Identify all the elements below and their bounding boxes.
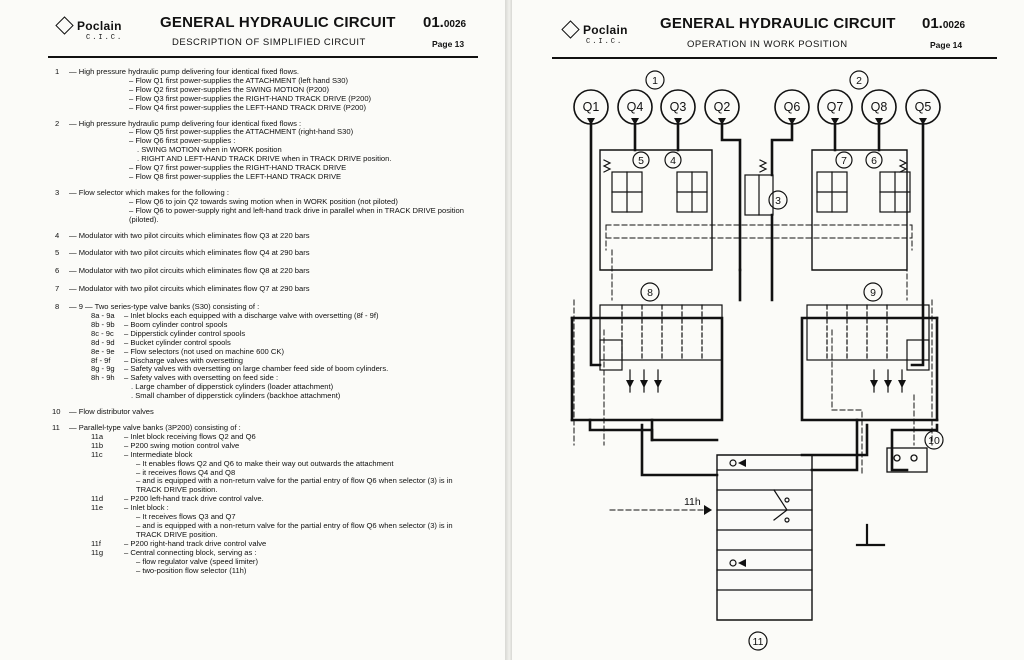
callout-10: 10	[928, 435, 940, 447]
doc-number: 01.0026	[922, 15, 966, 32]
brand-logo: Poclain	[55, 16, 122, 35]
label-q4: Q4	[627, 100, 644, 114]
list-item: 1 — High pressure hydraulic pump deliver…	[55, 67, 372, 112]
callout-4: 4	[670, 155, 676, 167]
brand-sub: C.I.C.	[586, 38, 624, 46]
label-q8: Q8	[871, 100, 888, 114]
list-item: 2 — High pressure hydraulic pump deliver…	[55, 118, 392, 181]
list-item: 6 — Modulator with two pilot circuits wh…	[55, 266, 310, 276]
page-subtitle: OPERATION IN WORK POSITION	[687, 39, 848, 50]
brand-name: Poclain	[583, 22, 628, 37]
list-item: 11 — Parallel-type valve banks (3P200) c…	[52, 423, 453, 575]
pilot-lines	[573, 224, 933, 511]
callout-11: 11	[753, 636, 764, 648]
callout-1: 1	[652, 75, 658, 87]
hydraulic-circuit-diagram: Q1 Q4 Q3 Q2 Q6 Q7 Q8 Q5 1 2 3	[570, 70, 944, 651]
pump-arrows	[587, 118, 927, 125]
callout-7: 7	[841, 155, 847, 167]
callout-3: 3	[775, 195, 781, 207]
diamond-icon	[55, 16, 74, 35]
header-rule	[48, 56, 478, 58]
left-page: Poclain C.I.C. GENERAL HYDRAULIC CIRCUIT…	[0, 0, 505, 660]
doc-number: 01.0026	[423, 14, 467, 31]
page-number: Page 14	[930, 40, 963, 50]
page-gutter	[505, 0, 512, 660]
callout-6: 6	[871, 155, 877, 167]
label-q3: Q3	[670, 100, 687, 114]
label-11h: 11h	[684, 496, 701, 508]
valve-bank-11	[716, 459, 813, 591]
label-q6: Q6	[784, 100, 801, 114]
list-item: 4 — Modulator with two pilot circuits wh…	[55, 230, 310, 240]
callout-2: 2	[856, 75, 862, 87]
page-title: GENERAL HYDRAULIC CIRCUIT	[660, 15, 896, 32]
tank-line	[855, 523, 886, 547]
list-item: 5 — Modulator with two pilot circuits wh…	[55, 248, 310, 258]
page-subtitle: DESCRIPTION OF SIMPLIFIED CIRCUIT	[172, 37, 366, 48]
distributor-valve-10	[886, 447, 928, 473]
header-rule	[552, 57, 997, 59]
label-q5: Q5	[915, 100, 932, 114]
page-number: Page 13	[432, 39, 465, 49]
valve-banks	[599, 304, 930, 393]
right-page: Poclain C.I.C. GENERAL HYDRAULIC CIRCUIT…	[512, 0, 1024, 660]
list-item: 7 — Modulator with two pilot circuits wh…	[55, 284, 310, 294]
list-item: 8 — 9 — Two series-type valve banks (S30…	[55, 302, 389, 401]
brand-sub: C.I.C.	[86, 34, 124, 42]
label-q2: Q2	[714, 100, 731, 114]
description-list: 1 — High pressure hydraulic pump deliver…	[52, 67, 475, 582]
label-q7: Q7	[827, 100, 844, 114]
list-item: 3 — Flow selector which makes for the fo…	[55, 187, 464, 224]
callout-9: 9	[870, 287, 876, 299]
brand-logo: Poclain	[561, 20, 628, 39]
valve-bank-8	[599, 304, 723, 361]
page-title: GENERAL HYDRAULIC CIRCUIT	[160, 14, 396, 31]
brand-name: Poclain	[77, 18, 122, 33]
modulators	[602, 159, 911, 216]
list-item: 10 — Flow distributor valves	[52, 407, 154, 417]
callout-5: 5	[638, 155, 644, 167]
label-q1: Q1	[583, 100, 600, 114]
callout-circles	[632, 70, 944, 651]
valve-bank-9	[806, 304, 930, 361]
callout-8: 8	[647, 287, 653, 299]
